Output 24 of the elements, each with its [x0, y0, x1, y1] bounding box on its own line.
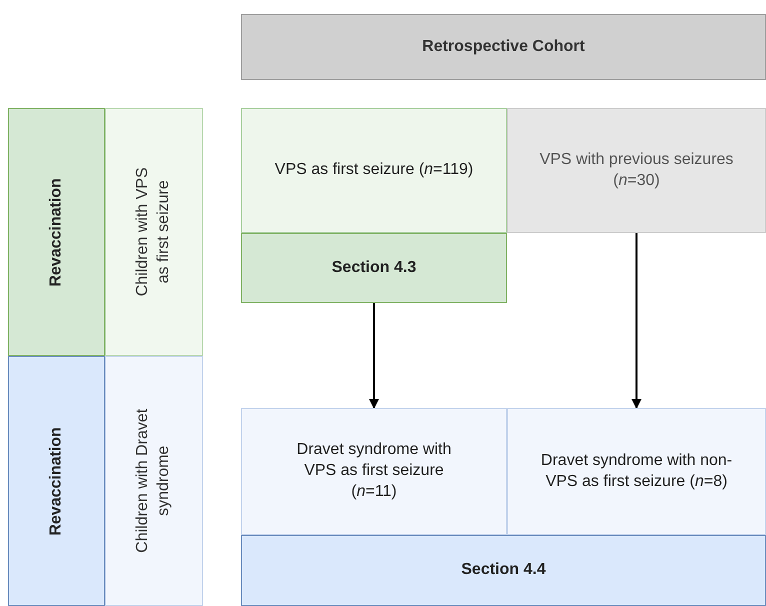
side-label-box	[8, 108, 105, 356]
group-box	[507, 108, 766, 233]
node-text: VPS with previous seizures (n=30)	[538, 150, 734, 190]
heading-text: Revaccination	[46, 176, 66, 288]
heading-text: Section 4.3	[330, 258, 418, 278]
section-box	[241, 535, 766, 606]
heading-text: Retrospective Cohort	[421, 36, 586, 57]
node-text: Dravet syndrome with VPS as first seizure (n=11)	[296, 440, 452, 502]
side-label-box	[105, 356, 203, 606]
arrow	[632, 233, 642, 409]
arrow	[369, 303, 379, 409]
node-text: Children with VPS as first seizure	[133, 166, 173, 298]
node-text: Dravet syndrome with non-VPS as first seizure (n=8)	[540, 450, 734, 492]
group-box	[241, 408, 507, 535]
group-box	[507, 408, 766, 535]
group-box	[241, 108, 507, 233]
header-box	[241, 14, 766, 80]
node-text: VPS as first seizure (n=119)	[274, 160, 474, 180]
node-text: Children with Dravet syndrome	[133, 408, 173, 556]
heading-text: Section 4.4	[460, 560, 547, 580]
side-label-box	[105, 108, 203, 356]
section-box	[241, 233, 507, 303]
side-label-box	[8, 356, 105, 606]
heading-text: Revaccination	[46, 426, 66, 538]
